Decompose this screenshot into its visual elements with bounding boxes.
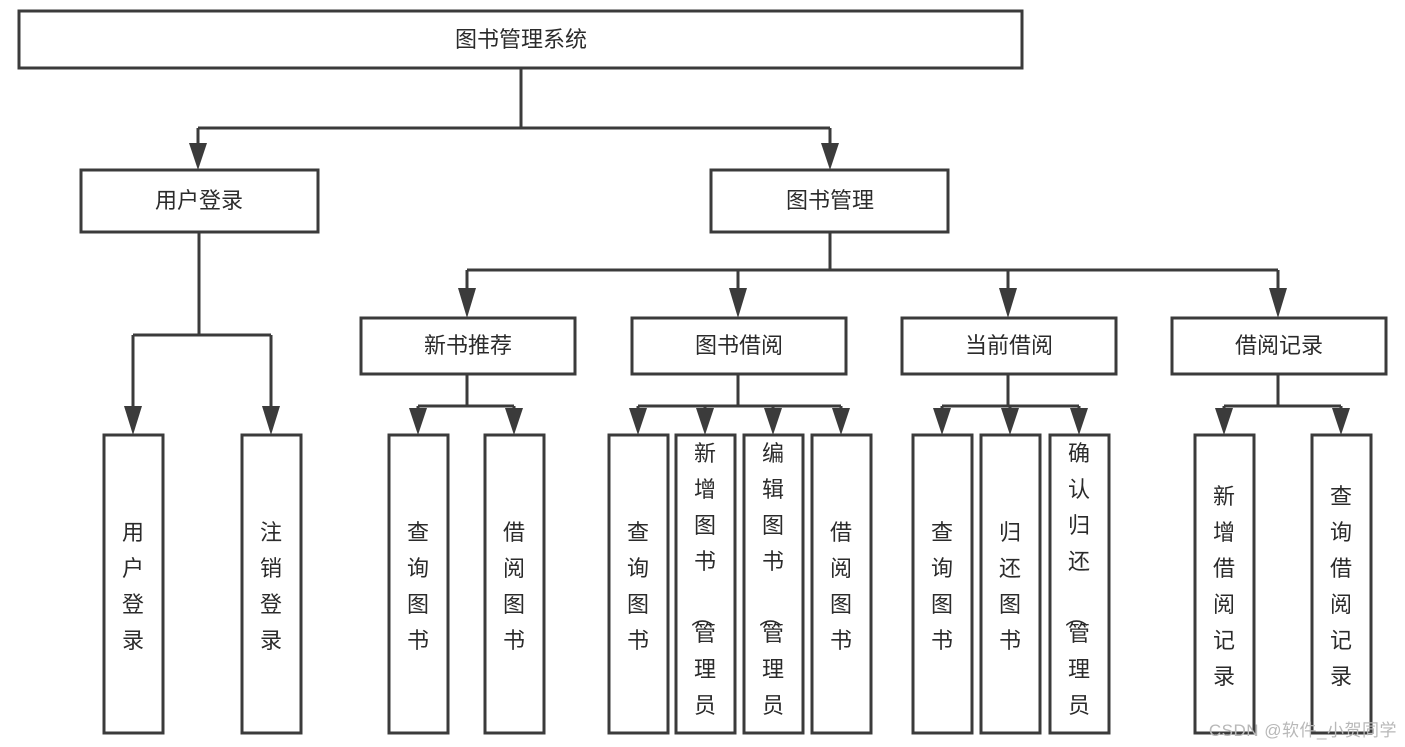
connector-group-user-login — [124, 232, 280, 435]
node-leaf-query-book-1[interactable]: 查询图书 — [387, 433, 450, 735]
arrow-head-book-borrow — [729, 288, 747, 318]
node-current-borrow[interactable]: 当前借阅 — [900, 316, 1118, 376]
node-book-borrow[interactable]: 图书借阅 — [630, 316, 848, 376]
node-borrow-record-box[interactable] — [1170, 316, 1388, 376]
node-leaf-query-record-label: 查询借阅记录 — [1330, 484, 1352, 689]
arrow-head-current-borrow — [999, 288, 1017, 318]
arrow-head-leaf-user-logout — [262, 406, 280, 435]
node-leaf-add-record-box[interactable] — [1193, 433, 1256, 735]
node-leaf-query-book-1-label: 查询图书 — [407, 520, 429, 653]
node-leaf-add-book-box[interactable] — [674, 433, 737, 735]
node-leaf-user-login[interactable]: 用户登录 — [102, 433, 165, 735]
node-leaf-borrow-book-2-box[interactable] — [810, 433, 873, 735]
node-leaf-add-book[interactable]: 新增图书（管理员） — [674, 433, 737, 747]
node-book-borrow-box[interactable] — [630, 316, 848, 376]
node-leaf-query-book-2[interactable]: 查询图书 — [607, 433, 670, 735]
arrow-head-leaf-query-book-3 — [933, 408, 951, 435]
arrow-head-leaf-return-book — [1001, 408, 1019, 435]
node-current-borrow-box[interactable] — [900, 316, 1118, 376]
arrow-head-leaf-add-record — [1215, 408, 1233, 435]
arrow-head-leaf-borrow-book-2 — [832, 408, 850, 435]
node-leaf-user-logout-label: 注销登录 — [260, 520, 282, 653]
node-user-login-label: 用户登录 — [155, 188, 243, 213]
connector-group-new-book-recommend — [409, 374, 523, 435]
arrow-head-leaf-borrow-book-1 — [505, 408, 523, 435]
node-leaf-borrow-book-1-label: 借阅图书 — [503, 520, 525, 653]
node-user-login-box[interactable] — [79, 168, 320, 234]
node-borrow-record[interactable]: 借阅记录 — [1170, 316, 1388, 376]
connector-group-borrow-record — [1215, 374, 1350, 435]
arrow-head-leaf-confirm-return — [1070, 408, 1088, 435]
node-leaf-edit-book-box[interactable] — [742, 433, 805, 735]
node-leaf-query-book-3-label: 查询图书 — [931, 520, 953, 653]
node-leaf-query-record-box[interactable] — [1310, 433, 1373, 735]
node-root-box[interactable] — [17, 9, 1024, 70]
connector-group-current-borrow — [933, 374, 1088, 435]
node-leaf-user-login-label: 用户登录 — [122, 520, 144, 653]
connector-group-book-management — [458, 232, 1287, 318]
node-leaf-confirm-return-box[interactable] — [1048, 433, 1111, 735]
node-leaf-query-book-1-box[interactable] — [387, 433, 450, 735]
arrow-head-leaf-edit-book — [764, 408, 782, 435]
node-leaf-borrow-book-1[interactable]: 借阅图书 — [483, 433, 546, 735]
node-book-management-box[interactable] — [709, 168, 950, 234]
arrow-head-leaf-query-book-1 — [409, 408, 427, 435]
node-leaf-query-book-3-box[interactable] — [911, 433, 974, 735]
node-leaf-return-book-box[interactable] — [979, 433, 1042, 735]
node-leaf-add-book-label: 新增图书（管理员） — [689, 441, 716, 747]
node-user-login[interactable]: 用户登录 — [79, 168, 320, 234]
node-borrow-record-label: 借阅记录 — [1235, 333, 1323, 358]
arrow-head-leaf-user-login — [124, 406, 142, 435]
arrow-head-new-book-recommend — [458, 288, 476, 318]
arrow-head-user-login — [189, 143, 207, 170]
node-book-management-label: 图书管理 — [786, 188, 874, 213]
node-leaf-borrow-book-1-box[interactable] — [483, 433, 546, 735]
connector-group-book-borrow — [629, 374, 850, 435]
node-leaf-add-record[interactable]: 新增借阅记录 — [1193, 433, 1256, 735]
node-leaf-return-book-label: 归还图书 — [999, 520, 1021, 653]
node-leaf-query-record[interactable]: 查询借阅记录 — [1310, 433, 1373, 735]
node-book-borrow-label: 图书借阅 — [695, 333, 783, 358]
node-leaf-return-book[interactable]: 归还图书 — [979, 433, 1042, 735]
arrow-head-borrow-record — [1269, 288, 1287, 318]
arrow-head-leaf-query-book-2 — [629, 408, 647, 435]
node-new-book-recommend[interactable]: 新书推荐 — [359, 316, 577, 376]
node-leaf-query-book-2-label: 查询图书 — [627, 520, 649, 653]
node-current-borrow-label: 当前借阅 — [965, 333, 1053, 358]
node-leaf-borrow-book-2-label: 借阅图书 — [830, 520, 852, 653]
node-leaf-confirm-return-label: 确认归还（管理员） — [1063, 441, 1090, 747]
node-leaf-borrow-book-2[interactable]: 借阅图书 — [810, 433, 873, 735]
node-root[interactable]: 图书管理系统 — [17, 9, 1024, 70]
node-leaf-query-book-3[interactable]: 查询图书 — [911, 433, 974, 735]
node-leaf-user-logout[interactable]: 注销登录 — [240, 433, 303, 735]
node-root-label: 图书管理系统 — [455, 27, 587, 52]
node-leaf-add-record-label: 新增借阅记录 — [1213, 484, 1235, 689]
node-leaf-user-login-box[interactable] — [102, 433, 165, 735]
connector-group-root — [189, 68, 839, 170]
node-new-book-recommend-label: 新书推荐 — [424, 333, 512, 358]
arrow-head-leaf-add-book — [696, 408, 714, 435]
node-leaf-query-book-2-box[interactable] — [607, 433, 670, 735]
arrow-head-leaf-query-record — [1332, 408, 1350, 435]
node-new-book-recommend-box[interactable] — [359, 316, 577, 376]
arrow-head-book-management — [821, 143, 839, 170]
node-leaf-user-logout-box[interactable] — [240, 433, 303, 735]
node-leaf-edit-book-label: 编辑图书（管理员） — [757, 441, 784, 747]
node-book-management[interactable]: 图书管理 — [709, 168, 950, 234]
node-leaf-edit-book[interactable]: 编辑图书（管理员） — [742, 433, 805, 747]
node-leaf-confirm-return[interactable]: 确认归还（管理员） — [1048, 433, 1111, 747]
